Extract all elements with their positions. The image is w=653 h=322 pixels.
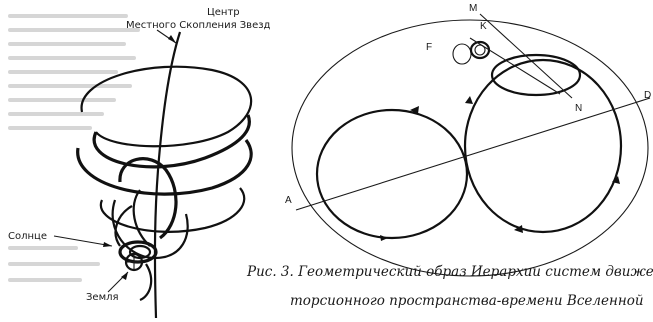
right-circle-arrow [465,96,473,104]
point-label-m: M [469,3,477,14]
left-circle-arrow-bottom [380,235,388,241]
center-label-arrowhead [168,35,176,43]
center-label-line1: Центр [207,7,240,18]
axis-line-ad [296,98,650,210]
point-label-a: A [285,195,292,206]
small-orbit-f [453,44,471,64]
right-large-circle [465,60,621,232]
inner-spiral-loop-3 [134,190,150,246]
caption-line-2: торсионного пространства-времени Вселенн… [290,293,644,309]
right-figure: M K F N A D Рис. 3. Геометрический образ… [246,3,653,309]
sun-label-leader [54,236,112,246]
left-large-circle [317,110,467,238]
point-label-d: D [644,90,651,101]
earth-label: Земля [86,292,119,303]
sun-label: Солнце [8,231,47,242]
caption-line-1: Рис. 3. Геометрический образ Иерархии си… [246,264,653,280]
outer-spiral-loop-2 [94,115,249,167]
left-figure: Центр Местного Скопления Звезд Солнце Зе… [8,7,271,318]
point-label-k: K [480,21,487,32]
center-label-line2: Местного Скопления Звезд [126,20,271,31]
sun-helix-lower [140,264,151,300]
outer-spiral-loop-1 [82,67,252,147]
earth-label-arrowhead [121,272,128,280]
point-label-f: F [426,42,432,53]
point-label-n: N [575,103,582,114]
